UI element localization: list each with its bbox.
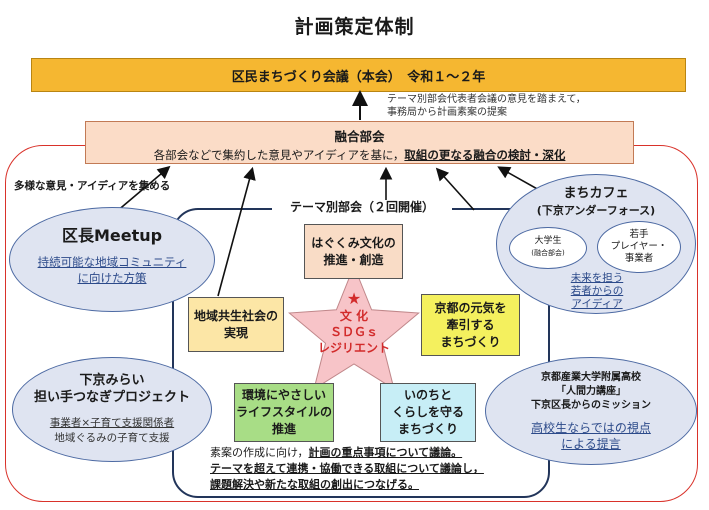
machi-cafe-desc-line: 若者からの xyxy=(570,285,624,297)
theme-label-line: いのちと xyxy=(403,388,452,402)
fusion-desc: 各部会などで集約した意見やアイディアを基に，取組の更なる融合の検討・深化 xyxy=(86,147,633,163)
theme-committee-summary: 素案の作成に向け，計画の重点事項について議論。 テーマを超えて連携・協働できる取… xyxy=(210,445,550,493)
ward-meetup-ellipse: 区長Meetup 持続可能な地域コミュニティ に向けた方策 xyxy=(9,207,215,312)
theme-label-line: 実現 xyxy=(223,325,248,340)
proposal-note: テーマ別部会代表者会議の意見を踏まえて， 事務局から計画素案の提案 xyxy=(387,93,687,119)
theme-label-line: くらしを守る xyxy=(391,405,464,419)
machi-cafe-title: まちカフェ (下京アンダーフォース) xyxy=(497,185,695,219)
machi-cafe-desc-line: アイディア xyxy=(571,298,623,310)
theme-label-line: 地域共生社会の xyxy=(193,308,278,323)
project-title-line: 担い手つなぎプロジェクト xyxy=(33,390,190,405)
proposal-note-line: 事務局から計画素案の提案 xyxy=(387,107,507,118)
theme-box-community: 地域共生社会の 実現 xyxy=(188,297,284,352)
proposal-note-line: テーマ別部会代表者会議の意見を踏まえて， xyxy=(387,94,586,105)
summary-line-1-emphasis: 計画の重点事項について議論。 xyxy=(308,446,463,459)
theme-committee-title: テーマ別部会（２回開催） xyxy=(272,198,452,215)
theme-box-kyoto-vitality: 京都の元気を 牽引する まちづくり xyxy=(421,294,520,356)
high-school-desc-line: 高校生ならではの視点 xyxy=(531,421,651,435)
machi-cafe-desc-line: 未来を担う xyxy=(570,272,624,284)
theme-label-line: 京都の元気を xyxy=(434,300,507,315)
theme-label-line: 環境にやさしい xyxy=(241,388,326,402)
project-desc-line: 事業者×子育て支援関係者 xyxy=(49,417,175,429)
project-ellipse: 下京みらい 担い手つなぎプロジェクト 事業者×子育て支援関係者 地域ぐるみの子育… xyxy=(12,357,212,462)
theme-label-line: 推進 xyxy=(271,422,296,436)
high-school-ellipse: 京都産業大学附属高校 「人間力講座」 下京区長からのミッション 高校生ならではの… xyxy=(485,357,697,465)
high-school-title-line: 下京区長からのミッション xyxy=(531,400,651,411)
project-desc: 事業者×子育て支援関係者 地域ぐるみの子育て支援 xyxy=(13,416,211,446)
theme-box-life-safety: いのちと くらしを守る まちづくり xyxy=(380,383,476,442)
fusion-committee-box: 融合部会 各部会などで集約した意見やアイディアを基に，取組の更なる融合の検討・深… xyxy=(85,121,634,164)
young-player-line: 若手 xyxy=(629,229,649,240)
theme-label-line: まちづくり xyxy=(397,422,458,436)
high-school-title-line: 京都産業大学附属高校 xyxy=(541,372,641,383)
ward-meetup-line: に向けた方策 xyxy=(77,271,147,285)
high-school-title-line: 「人間力講座」 xyxy=(556,386,626,397)
theme-label-line: 牽引する xyxy=(446,317,495,332)
star-label-line: ＳＤＧｓ xyxy=(329,325,378,339)
university-student-sub: (融合部会) xyxy=(531,249,565,257)
summary-line-3: 課題解決や新たな取組の創出につなげる。 xyxy=(210,478,419,491)
project-desc-line: 地域ぐるみの子育て支援 xyxy=(54,432,170,444)
theme-box-culture: はぐくみ文化の 推進・創造 xyxy=(304,224,403,279)
high-school-desc-line: による提言 xyxy=(561,437,621,451)
star-symbol-icon: ★ xyxy=(346,289,362,308)
project-title: 下京みらい 担い手つなぎプロジェクト xyxy=(13,372,211,406)
theme-label-line: ライフスタイルの xyxy=(235,405,332,419)
ward-meetup-title: 区長Meetup xyxy=(61,226,163,245)
summary-line-1-plain: 素案の作成に向け， xyxy=(210,446,309,459)
fusion-desc-emphasis: 取組の更なる融合の検討・深化 xyxy=(404,148,566,162)
sdgs-star xyxy=(288,264,420,391)
university-student-bubble: 大学生 (融合部会) xyxy=(509,227,587,269)
collect-ideas-label: 多様な意見・アイディアを集める xyxy=(14,180,171,192)
theme-label-line: まちづくり xyxy=(440,334,501,349)
theme-box-eco-lifestyle: 環境にやさしい ライフスタイルの 推進 xyxy=(234,383,334,442)
diagram-title: 計画策定体制 xyxy=(294,16,415,38)
machi-cafe-ellipse: まちカフェ (下京アンダーフォース) 大学生 (融合部会) 若手 プレイヤー・ … xyxy=(496,174,696,314)
summary-line-2: テーマを超えて連携・協働できる取組について議論し， xyxy=(210,462,484,475)
arrow-hs-to-fusion xyxy=(435,167,475,211)
ward-meetup-line: 持続可能な地域コミュニティ xyxy=(37,255,187,269)
fusion-desc-plain: 各部会などで集約した意見やアイディアを基に， xyxy=(153,148,405,162)
theme-label-line: はぐくみ文化の xyxy=(311,235,396,250)
high-school-desc: 高校生ならではの視点 による提言 xyxy=(486,420,696,452)
star-label-line: レジリエント xyxy=(317,341,390,355)
young-player-line: 事業者 xyxy=(624,253,654,264)
star-label: ★ 文 化 ＳＤＧｓ レジリエント xyxy=(304,290,404,356)
star-label-line: 文 化 xyxy=(339,309,369,323)
theme-label-line: 推進・創造 xyxy=(323,252,384,267)
high-school-title: 京都産業大学附属高校 「人間力講座」 下京区長からのミッション xyxy=(486,371,696,413)
young-player-bubble: 若手 プレイヤー・ 事業者 xyxy=(597,221,681,273)
summary-line-1: 素案の作成に向け，計画の重点事項について議論。 xyxy=(210,445,550,461)
machi-cafe-title-line: (下京アンダーフォース) xyxy=(536,204,656,217)
project-title-line: 下京みらい xyxy=(79,373,145,388)
arrow-meetup-to-fusion xyxy=(115,165,171,213)
arrow-project-to-fusion xyxy=(217,166,256,297)
machi-cafe-desc: 未来を担う 若者からの アイディア xyxy=(557,272,637,311)
young-player-line: プレイヤー・ xyxy=(610,241,668,252)
fusion-title: 融合部会 xyxy=(334,129,385,144)
machi-cafe-title-line: まちカフェ xyxy=(563,186,629,201)
university-student-label: 大学生 xyxy=(534,236,562,246)
